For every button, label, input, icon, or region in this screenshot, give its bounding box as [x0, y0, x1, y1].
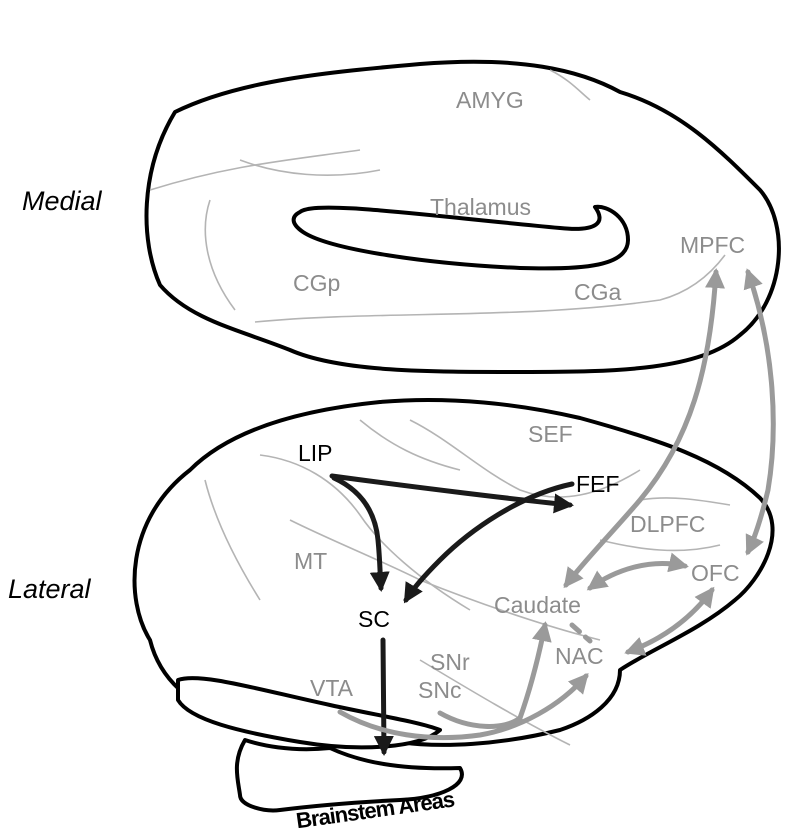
cga-label: CGa	[574, 279, 622, 305]
nac-label: NAC	[555, 643, 604, 669]
medial-view-label: Medial	[22, 186, 103, 216]
sef-label: SEF	[528, 421, 573, 447]
lateral-view-label: Lateral	[8, 574, 92, 604]
lateral-sulcus-8	[419, 659, 571, 746]
vta-projection-arrow	[337, 672, 589, 741]
sc-label: SC	[358, 606, 390, 632]
amyg-label: AMYG	[456, 87, 524, 113]
fef-label: FEF	[576, 471, 619, 497]
brainstem-outline	[234, 738, 464, 813]
mpfc-ofc-arrow	[743, 268, 776, 556]
medial-sulcus-3	[239, 159, 381, 176]
dlpfc-label: DLPFC	[630, 511, 705, 537]
caudate-nac-dash	[569, 622, 593, 644]
lateral-sulcus-4	[204, 479, 261, 601]
medial-sulcus-2	[204, 199, 236, 311]
caudate-label: Caudate	[494, 592, 581, 618]
caudate-ofc-arrow	[586, 552, 689, 591]
snr-label: SNr	[430, 649, 470, 675]
lip-to-fef-arrow	[329, 473, 574, 514]
medial-sulcus-5	[549, 69, 591, 101]
thalamus-label: Thalamus	[430, 194, 531, 220]
lateral-sulcus-2	[359, 419, 461, 471]
ofc-label: OFC	[691, 560, 740, 586]
mpfc-label: MPFC	[680, 232, 745, 258]
snc-to-caudate-arrow	[437, 621, 552, 729]
lateral-sulcus-1	[259, 454, 471, 611]
medial-sulcus-1	[149, 149, 361, 191]
lip-label: LIP	[298, 440, 333, 466]
sc-to-brainstem-arrow	[373, 637, 394, 756]
fef-to-sc-arrow	[403, 481, 575, 604]
cerebellum-outline	[176, 676, 442, 750]
cgp-label: CGp	[293, 270, 340, 296]
vta-label: VTA	[310, 675, 354, 701]
lip-to-sc-arrow	[331, 475, 390, 592]
thalamus-outline	[291, 204, 630, 271]
snc-label: SNc	[418, 677, 461, 703]
nac-ofc-arrow	[624, 586, 715, 656]
mt-label: MT	[294, 548, 327, 574]
